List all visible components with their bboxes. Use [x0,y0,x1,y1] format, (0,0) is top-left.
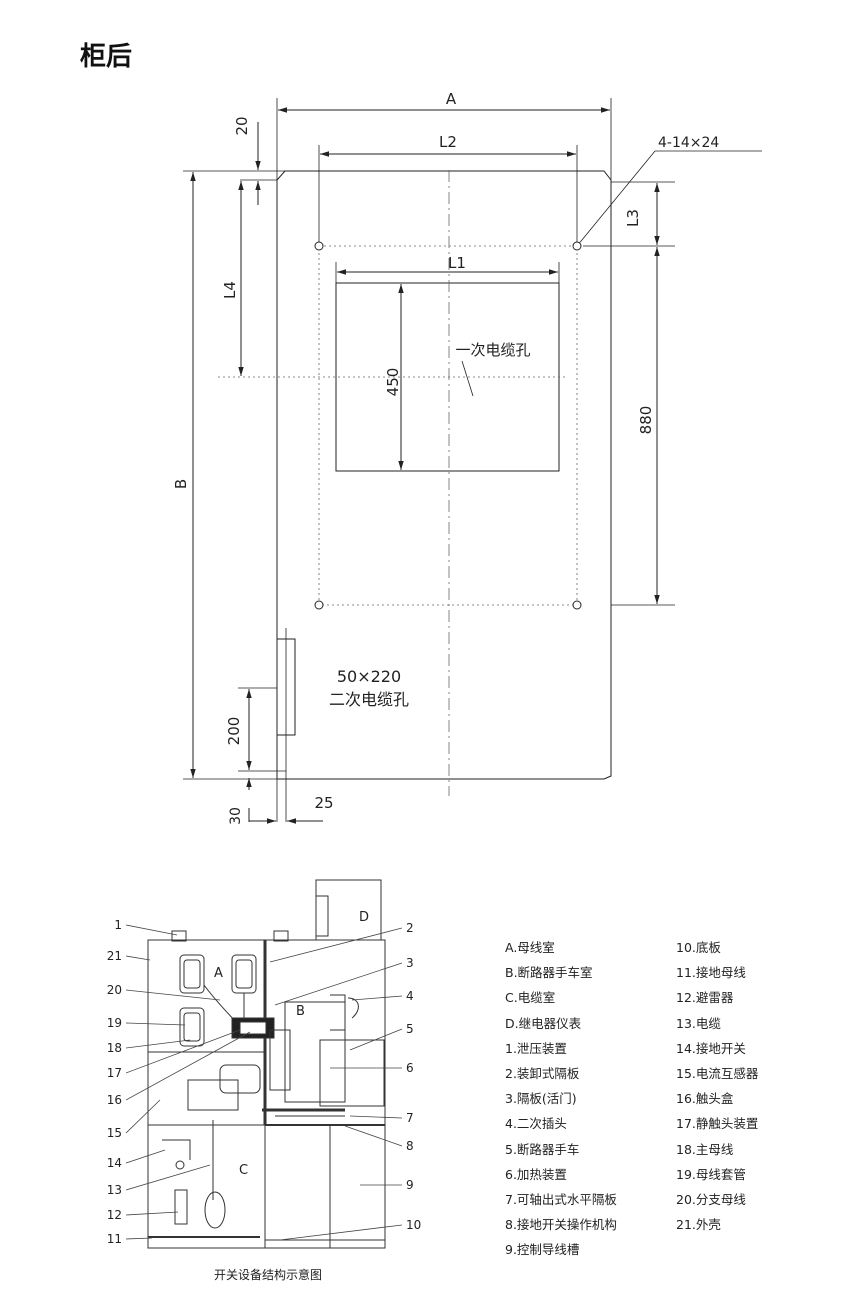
page-title: 柜后 [80,42,133,72]
legend-item: 12.避雷器 [676,990,734,1006]
compartment-label-B: B [296,1004,305,1019]
legend-item: 6.加热装置 [505,1166,567,1182]
legend-item: 8.接地开关操作机构 [505,1217,617,1233]
compartment-label-C: C [239,1163,248,1178]
callout-18: 18 [107,1041,122,1055]
label-20: 20 [233,116,251,135]
cabinet-outline [276,170,612,780]
legend-item: 18.主母线 [676,1141,734,1157]
callout-12: 12 [107,1208,122,1222]
label-L2: L2 [439,133,457,151]
callout-5: 5 [406,1022,414,1036]
label-A: A [446,90,457,108]
label-secondary-cable-hole: 二次电缆孔 [329,690,409,709]
callout-4: 4 [406,989,414,1003]
callout-10: 10 [406,1218,421,1232]
label-secondary-size: 50×220 [337,667,401,686]
compartment-label-D: D [359,910,369,925]
legend-item: D.继电器仪表 [505,1015,582,1031]
legend-item: B.断路器手车室 [505,965,593,981]
legend-item: 3.隔板(活门) [505,1091,577,1107]
legend-item: 11.接地母线 [676,965,746,981]
legend-item: 4.二次插头 [505,1116,567,1132]
rear-view-drawing: A L2 20 4-14×24 L3 L4 L1 450 一次电缆孔 880 B… [172,90,762,825]
callout-13: 13 [107,1183,122,1197]
label-880: 880 [637,406,655,435]
diagram-caption: 开关设备结构示意图 [213,1268,322,1282]
breaker-truck [284,1001,346,1103]
label-primary-cable-hole: 一次电缆孔 [455,341,530,359]
label-L3: L3 [624,209,642,227]
legend-left: A.母线室 B.断路器手车室 C.电缆室 D.继电器仪表 1.泄压装置 2.装卸… [505,935,617,1262]
legend-item: 14.接地开关 [676,1040,746,1056]
label-450: 450 [384,368,402,397]
label-30: 30 [228,807,244,825]
compartment-D [315,879,382,941]
callout-11: 11 [107,1232,122,1246]
legend-item: 15.电流互感器 [676,1065,759,1081]
label-L1: L1 [448,254,466,272]
callout-14: 14 [107,1156,122,1170]
callout-15: 15 [107,1126,122,1140]
label-holes: 4-14×24 [658,135,719,151]
callout-16: 16 [107,1093,122,1107]
callout-20: 20 [107,983,122,997]
callout-6: 6 [406,1061,414,1075]
legend-item: C.电缆室 [505,990,556,1006]
legend-item: 7.可轴出式水平隔板 [505,1191,617,1207]
legend-item: 20.分支母线 [676,1191,746,1207]
callout-8: 8 [406,1139,414,1153]
legend-item: 21.外壳 [676,1217,721,1233]
callout-21: 21 [107,949,122,963]
legend-item: A.母线室 [505,940,555,955]
legend-item: 16.触头盒 [676,1091,734,1107]
legend-right: 10.底板 11.接地母线 12.避雷器 13.电缆 14.接地开关 15.电流… [676,935,758,1237]
callout-1: 1 [114,918,122,932]
legend-item: 5.断路器手车 [505,1141,580,1157]
legend-item: 2.装卸式隔板 [505,1065,580,1081]
callout-2: 2 [406,921,414,935]
label-25: 25 [314,794,333,812]
callout-9: 9 [406,1178,414,1192]
legend-item: 19.母线套管 [676,1166,746,1182]
legend-item: 10.底板 [676,940,721,955]
compartment-label-A: A [214,966,223,981]
callout-19: 19 [107,1016,122,1030]
label-B: B [172,479,190,489]
legend-item: 17.静触头装置 [676,1116,759,1132]
legend-item: 13.电缆 [676,1015,721,1031]
label-L4: L4 [221,281,239,299]
label-200: 200 [225,717,243,746]
switchgear-structure-diagram: A B C D 1 21 20 19 18 17 16 15 14 13 12 … [107,879,421,1249]
callout-3: 3 [406,956,414,970]
legend-item: 1.泄压装置 [505,1040,567,1056]
legend-item: 9.控制导线槽 [505,1242,580,1258]
callout-17: 17 [107,1066,122,1080]
callout-7: 7 [406,1111,414,1125]
